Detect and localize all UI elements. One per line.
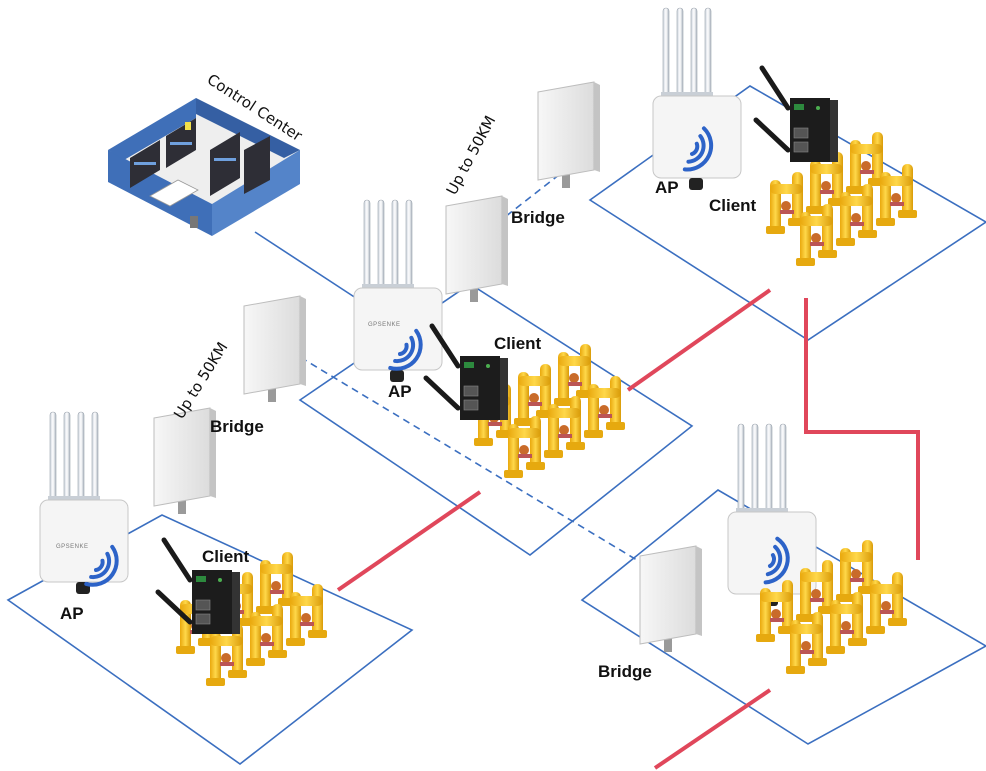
client-label-top-right: Client — [709, 196, 757, 215]
ap-label-left: AP — [60, 604, 84, 623]
site-boundary-bottom-right — [580, 489, 986, 745]
bridge-label-bottom: Bridge — [598, 662, 652, 681]
fiber-link-bottomright-out — [653, 688, 772, 770]
control-center-link — [254, 231, 363, 303]
control-room-icon — [108, 98, 300, 236]
wireless-link-top — [477, 159, 579, 239]
panel-antenna-icon — [445, 195, 509, 303]
ap-brand-text: GPSENKE — [368, 322, 401, 328]
fiber-link-left-center — [336, 490, 482, 592]
range-label-top: Up to 50KM — [443, 113, 500, 198]
bridge-label-top: Bridge — [511, 208, 565, 227]
industrial-switch-icon — [756, 68, 838, 162]
wireless-link-left — [279, 344, 691, 593]
ap-brand-text: GPSENKE — [56, 544, 89, 550]
ap-label-top-right: AP — [655, 178, 679, 197]
outdoor-ap-icon: GPSENKE — [39, 411, 129, 595]
ap-label-center: AP — [388, 382, 412, 401]
fiber-link-center-topright — [626, 288, 772, 392]
panel-antenna-icon — [537, 81, 601, 189]
outdoor-ap-icon — [652, 7, 742, 191]
panel-antenna-icon — [243, 295, 307, 403]
bridge-label-left: Bridge — [210, 417, 264, 436]
client-label-left: Client — [202, 547, 250, 566]
fiber-link-topright-bottomright — [804, 298, 920, 560]
panel-antenna-icon — [153, 407, 217, 515]
fiber-links — [336, 288, 920, 770]
outdoor-ap-icon: GPSENKE — [353, 199, 443, 383]
client-label-center: Client — [494, 334, 542, 353]
panel-antenna-icon — [639, 545, 703, 653]
